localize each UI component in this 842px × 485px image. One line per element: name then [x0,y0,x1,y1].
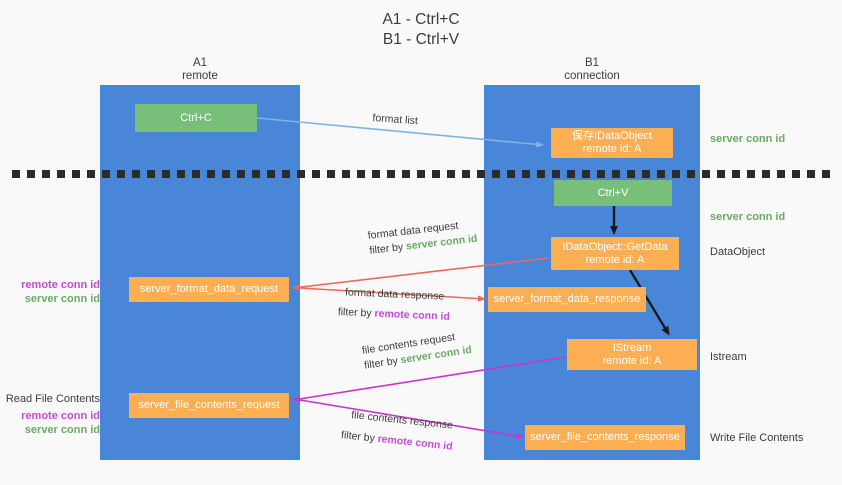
dashed-divider [12,170,830,178]
file-remote-conn-id: remote conn id [21,410,100,422]
annotation-format-conn-ids: remote conn id server conn id [8,278,100,306]
filter-value: remote conn id [374,307,451,323]
edge-label-format-data-request: format data request filter by server con… [367,217,478,259]
annotation-write-file-contents: Write File Contents [710,432,804,444]
node-idataobject-getdata[interactable]: IDataObject::GetData remote id: A [551,237,679,270]
lane-header-a1: A1 remote [182,57,218,82]
annotation-server-conn-id-top: server conn id [710,133,786,145]
annotation-read-file-contents: Read File Contents remote conn id server… [4,392,100,437]
edge-label-format-data-response-filter: filter by remote conn id [337,305,450,325]
node-istream[interactable]: IStream remote id: A [567,339,697,370]
node-server-format-data-request[interactable]: server_format_data_request [129,277,289,302]
edge-label-file-contents-request: file contents request filter by server c… [361,328,473,374]
format-remote-conn-id: remote conn id [21,279,100,291]
edge-label-format-data-response-text: format data response [344,286,445,303]
filter-prefix: filter by [337,305,375,320]
node-server-file-contents-response[interactable]: server_file_contents_response [525,425,685,450]
edge-label-file-contents-response: file contents response filter by remote … [340,408,455,455]
annotation-data-object: DataObject [710,246,766,258]
node-ctrl-v[interactable]: Ctrl+V [554,180,672,206]
node-server-format-data-response[interactable]: server_format_data_response [488,287,646,312]
node-save-idataobject[interactable]: 保存IDataObject remote id: A [551,128,673,158]
file-server-conn-id: server conn id [24,424,100,436]
filter-value: remote conn id [377,432,454,453]
node-ctrl-c[interactable]: Ctrl+C [135,104,257,132]
filter-prefix: filter by [368,240,407,257]
filter-prefix: filter by [363,354,402,372]
edge-label-format-list-text: format list [372,111,419,128]
annotation-server-conn-id-middle: server conn id [710,211,786,223]
annotation-istream: Istream [710,351,747,363]
page-title: A1 - Ctrl+C B1 - Ctrl+V [382,11,460,48]
edge-label-format-list: format list [372,111,418,129]
filter-prefix: filter by [340,429,379,445]
edge-label-format-data-response: format data response filter by remote co… [337,285,450,325]
read-file-contents-heading: Read File Contents [5,393,100,405]
format-server-conn-id: server conn id [24,293,100,305]
lane-header-b1: B1 connection [564,57,620,82]
node-server-file-contents-request[interactable]: server_file_contents_request [129,393,289,418]
